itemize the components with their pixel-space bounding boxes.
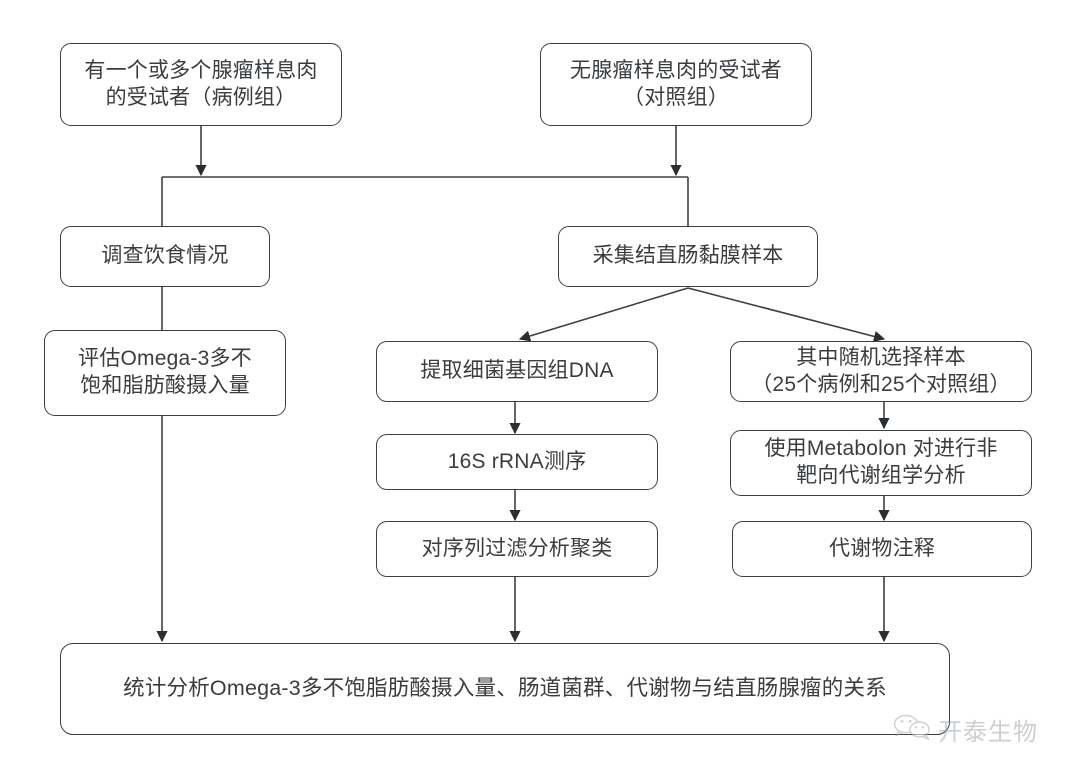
node-metabolon-analysis[interactable]: 使用Metabolon 对进行非 靶向代谢组学分析 (730, 430, 1032, 496)
edge-mucosa-to-random (687, 287, 886, 342)
node-random-select[interactable]: 其中随机选择样本 （25个病例和25个对照组） (730, 341, 1032, 402)
node-extract-dna[interactable]: 提取细菌基因组DNA (376, 341, 658, 402)
node-control-group[interactable]: 无腺瘤样息肉的受试者 （对照组） (540, 43, 812, 126)
node-assess-omega3[interactable]: 评估Omega-3多不 饱和脂肪酸摄入量 (44, 330, 286, 416)
node-metabolite-annotation[interactable]: 代谢物注释 (732, 521, 1032, 577)
edge-mucosa-to-dna (518, 287, 689, 342)
watermark-label: 开泰生物 (938, 719, 1038, 746)
node-final-analysis[interactable]: 统计分析Omega-3多不饱脂肪酸摄入量、肠道菌群、代谢物与结直肠腺瘤的关系 (60, 643, 950, 735)
node-diet-survey[interactable]: 调查饮食情况 (60, 226, 270, 287)
wechat-icon (893, 714, 933, 745)
node-16s-sequencing[interactable]: 16S rRNA测序 (376, 434, 658, 490)
node-filter-cluster[interactable]: 对序列过滤分析聚类 (376, 521, 658, 577)
node-case-group[interactable]: 有一个或多个腺瘤样息肉 的受试者（病例组） (60, 43, 342, 126)
watermark: 开泰生物 (893, 712, 1038, 747)
node-collect-mucosa[interactable]: 采集结直肠黏膜样本 (558, 226, 818, 287)
